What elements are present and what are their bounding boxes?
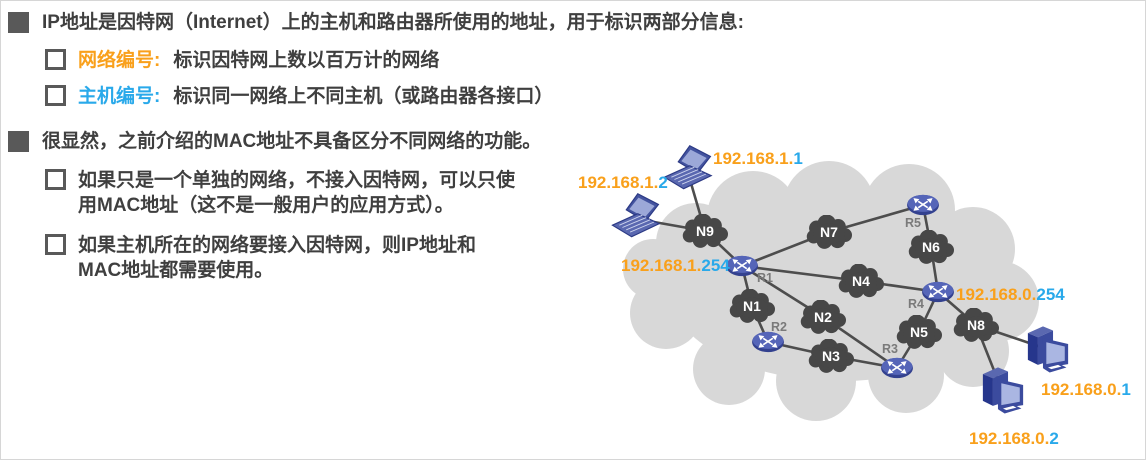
bullet-item-standalone-network: 如果只是一个单独的网络，不接入因特网，可以只使 用MAC地址（这不是一般用户的应… bbox=[45, 168, 515, 218]
router-r2: R2 bbox=[751, 320, 787, 353]
desktop-icon-2 bbox=[982, 367, 1024, 414]
network-cloud-n1: N1 bbox=[729, 289, 775, 323]
bullet-item-host-number: 主机编号: 标识同一网络上不同主机（或路由器各接口） bbox=[45, 84, 553, 109]
laptop-icon-2 bbox=[611, 193, 660, 238]
network-label: N6 bbox=[922, 239, 940, 255]
router-r1: R1 bbox=[725, 255, 773, 285]
ip-label-laptop2: 192.168.1.2 bbox=[578, 173, 668, 192]
network-label: N9 bbox=[696, 223, 714, 239]
bullet-item-mac-limitation: 很显然，之前介绍的MAC地址不具备区分不同网络的功能。 bbox=[8, 129, 628, 154]
network-label: N5 bbox=[910, 324, 928, 340]
router-r4: R4 bbox=[908, 281, 955, 311]
network-label: N1 bbox=[743, 298, 761, 314]
level1-bullet-square bbox=[8, 131, 29, 152]
router-label: R2 bbox=[771, 320, 787, 334]
router-r5: R5 bbox=[905, 194, 940, 230]
ip-label-laptop1: 192.168.1.1 bbox=[713, 149, 803, 168]
bullet-text: 如果主机所在的网络要接入因特网，则IP地址和 MAC地址都需要使用。 bbox=[78, 235, 476, 281]
router-r3: R3 bbox=[880, 342, 914, 379]
ip-label-router-r1: 192.168.1.254 bbox=[621, 256, 730, 275]
network-number-label: 网络编号: bbox=[78, 50, 161, 71]
network-label: N8 bbox=[967, 317, 985, 333]
network-cloud-n3: N3 bbox=[808, 339, 854, 373]
level2-bullet-square bbox=[45, 49, 66, 70]
bullet-item-ip-address: IP地址是因特网（Internet）上的主机和路由器所使用的地址，用于标识两部分… bbox=[8, 10, 828, 35]
level2-bullet-square bbox=[45, 85, 66, 106]
bullet-text: IP地址是因特网（Internet）上的主机和路由器所使用的地址，用于标识两部分… bbox=[42, 12, 744, 33]
link-line bbox=[740, 264, 863, 283]
network-cloud-n5: N5 bbox=[896, 315, 942, 349]
router-label: R3 bbox=[882, 342, 898, 356]
bullet-text: 很显然，之前介绍的MAC地址不具备区分不同网络的功能。 bbox=[42, 131, 542, 152]
router-label: R5 bbox=[905, 216, 921, 230]
bullet-item-network-number: 网络编号: 标识因特网上数以百万计的网络 bbox=[45, 48, 439, 73]
laptop-icon-1 bbox=[663, 145, 712, 190]
bullet-text: 标识因特网上数以百万计的网络 bbox=[173, 50, 440, 71]
network-cloud-n9: N9 bbox=[682, 214, 728, 248]
router-label: R4 bbox=[908, 297, 924, 311]
bullet-item-internet-access: 如果主机所在的网络要接入因特网，则IP地址和 MAC地址都需要使用。 bbox=[45, 233, 476, 283]
ip-label-router-r4: 192.168.0.254 bbox=[956, 285, 1065, 304]
network-label: N4 bbox=[852, 273, 870, 289]
level2-bullet-square bbox=[45, 169, 66, 190]
desktop-icon-1 bbox=[1027, 326, 1069, 373]
bullet-text: 如果只是一个单独的网络，不接入因特网，可以只使 用MAC地址（这不是一般用户的应… bbox=[78, 170, 516, 216]
level2-bullet-square bbox=[45, 234, 66, 255]
bullet-text: 标识同一网络上不同主机（或路由器各接口） bbox=[173, 86, 554, 107]
network-cloud-n4: N4 bbox=[838, 264, 884, 298]
ip-label-desktop2: 192.168.0.2 bbox=[969, 429, 1059, 448]
network-label: N7 bbox=[820, 224, 838, 240]
host-number-label: 主机编号: bbox=[78, 86, 161, 107]
network-cloud-n2: N2 bbox=[800, 300, 846, 334]
network-cloud-n7: N7 bbox=[806, 215, 852, 249]
ip-label-desktop1: 192.168.0.1 bbox=[1041, 380, 1131, 399]
router-label: R1 bbox=[757, 271, 773, 285]
level1-bullet-square bbox=[8, 12, 29, 33]
network-cloud-n8: N8 bbox=[953, 308, 999, 342]
network-cloud-n6: N6 bbox=[908, 230, 954, 264]
network-label: N2 bbox=[814, 309, 832, 325]
network-label: N3 bbox=[822, 348, 840, 364]
